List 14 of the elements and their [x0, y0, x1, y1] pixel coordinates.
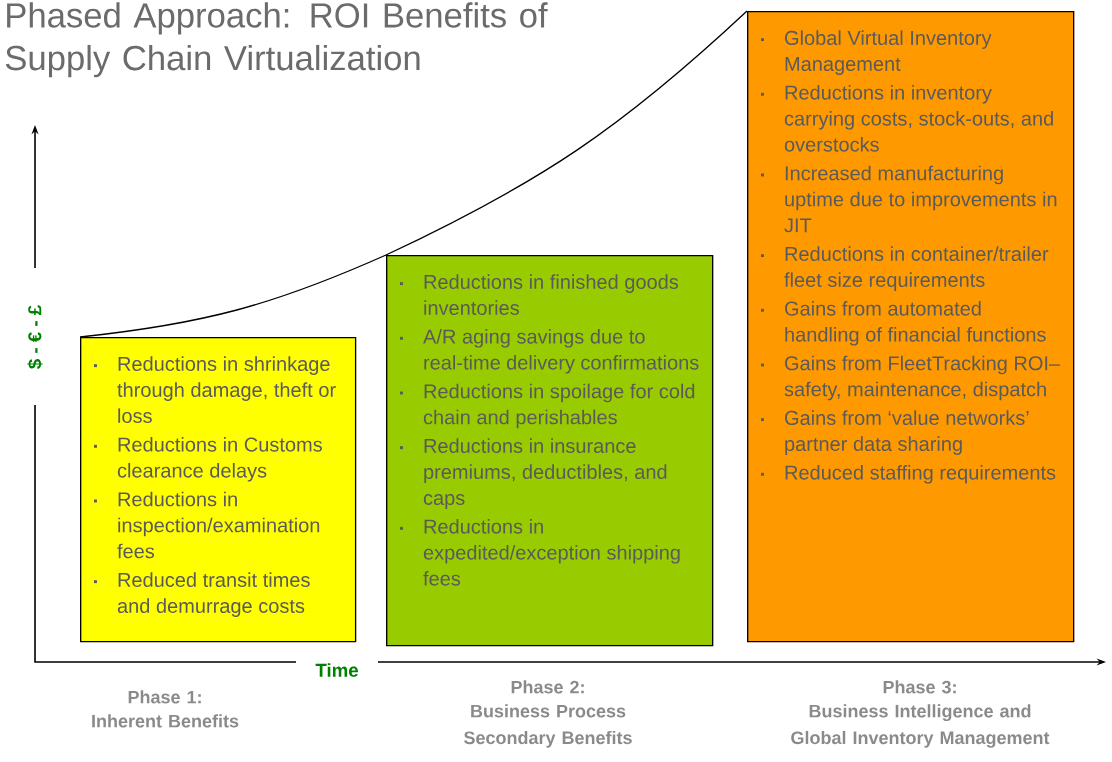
axis-label: $ - € - £ — [27, 305, 43, 369]
phase-box: Global Virtual Inventory Management Reductions in inventory carrying costs, stock-outs, and overstocks Increased manufacturing uptime due to improvements in JIT Reductions in container/trailer fleet size requirements Gains from automated handling of financial functions Gains from FleetTracking ROI– safety, maintenance, dispatch Gains from ‘value networks’ partner data sharing Reduced staffing requirements — [747, 11, 1075, 643]
phase-label: Phase 3: — [883, 680, 956, 694]
phase-label: Inherent Benefits — [92, 714, 239, 728]
growth-curve — [385, 10, 748, 256]
growth-curve — [79, 254, 387, 338]
phase-label: Phase 1: — [128, 690, 201, 704]
phase-box: Reductions in finished goods inventories A/R aging savings due to real-time delivery confirmations Reductions in spoilage for cold chain and perishables Reductions in insurance premiums, deductibles, and caps Reductions in expedited/exception shipping fees — [386, 255, 714, 647]
phase-label: Business Intelligence and Global Inventory Management — [791, 704, 1050, 748]
axis-label: Time — [315, 663, 358, 677]
phase-box: Reductions in shrinkage through damage, theft or loss Reductions in Customs clearance delays Reductions in inspection/examination fees Reduced transit times and demurrage costs — [80, 337, 357, 643]
phase-label: Business Process Secondary Benefits — [464, 704, 632, 748]
title: Phased Approach: ROI Benefits of Supply Chain Virtualization — [5, 2, 548, 78]
phase-label: Phase 2: — [511, 680, 584, 694]
